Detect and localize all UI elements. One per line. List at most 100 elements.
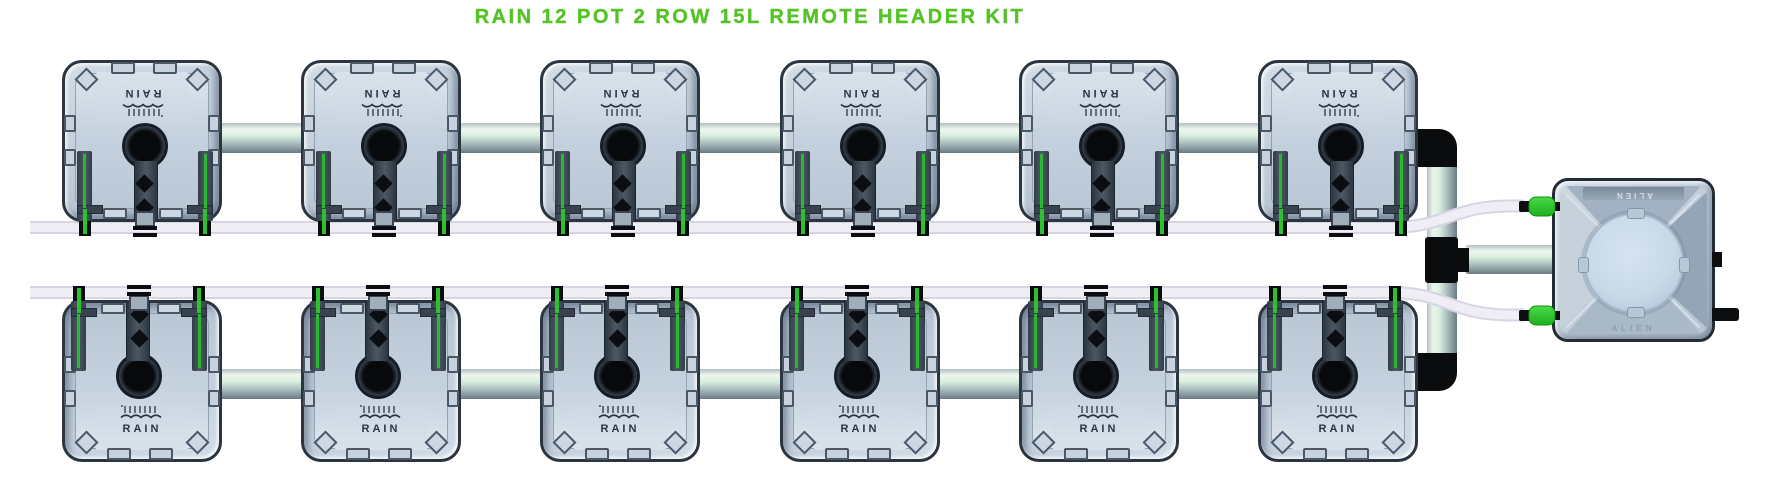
pot-edge-tab — [581, 208, 605, 219]
dripper-line-left — [1040, 154, 1043, 208]
pot-brand-block: RAIN — [1315, 87, 1361, 117]
pot-edge-tab — [64, 115, 76, 132]
dripper-arm-left — [181, 308, 207, 317]
pot-edge-tab — [64, 390, 76, 407]
tank-top-band: ALIEN — [1583, 187, 1684, 200]
pot-edge-tab — [149, 448, 173, 460]
pot-edge-tab — [1355, 208, 1379, 219]
pot-edge-tab — [208, 356, 220, 373]
pot-edge-tab — [303, 115, 315, 132]
pot-edge-tab — [1404, 115, 1416, 132]
pot-center-clip-mark — [851, 233, 875, 237]
dripper-stake-left — [675, 288, 679, 313]
manifold-pipe — [1177, 369, 1260, 399]
lid-tab — [1627, 208, 1645, 219]
tank-lid — [1578, 208, 1690, 318]
pot-row1-4: RAIN — [780, 60, 940, 237]
pot-edge-tab — [1303, 448, 1327, 460]
pot-edge-tab — [926, 390, 938, 407]
pot-row1-2: RAIN — [301, 60, 461, 237]
pot-edge-tab — [819, 303, 843, 314]
pot-edge-tab — [1404, 356, 1416, 373]
channel-clip-icon — [374, 174, 393, 193]
pot-barcode-icon — [1077, 405, 1119, 419]
channel-clip-icon — [1092, 174, 1111, 193]
dripper-stake-right — [1034, 288, 1038, 313]
pot-center-clip — [368, 295, 388, 311]
pot-brand-block: RAIN — [597, 405, 643, 435]
dripper-line-right — [922, 154, 925, 208]
pot-barcode-icon — [1316, 405, 1358, 419]
pot-center-clip — [1092, 211, 1112, 227]
pot-edge-tab — [64, 149, 76, 166]
dripper-stake-right — [1273, 288, 1277, 313]
pot-center-clip-mark — [127, 292, 151, 296]
dripper-stake-left — [915, 288, 919, 313]
pot-center-clip — [129, 295, 149, 311]
pot-edge-tab — [542, 390, 554, 407]
pot-center-clip-mark — [366, 292, 390, 296]
pot-brand-block: RAIN — [119, 405, 165, 435]
pot-edge-tab — [877, 208, 901, 219]
tee-fitting — [1425, 237, 1458, 283]
dripper-arm-left — [77, 205, 103, 214]
dripper-stake-left — [1040, 209, 1044, 234]
pot-center-clip-mark — [1323, 285, 1347, 289]
pot-edge-tab — [101, 303, 125, 314]
dripper-line-left — [437, 314, 440, 368]
pot-edge-tab — [926, 356, 938, 373]
pot-edge-tab — [303, 390, 315, 407]
pot-center-clip-mark — [372, 226, 396, 230]
dripper-line-right — [1273, 314, 1276, 368]
pot-edge-tab — [111, 62, 135, 74]
dripper-line-right — [77, 314, 80, 368]
dripper-arm-right — [426, 205, 452, 214]
manifold-pipe — [938, 369, 1021, 399]
dripper-line-left — [322, 154, 325, 208]
pot-edge-tab — [1260, 115, 1272, 132]
dripper-stake-left — [197, 288, 201, 313]
pot-edge-tab — [1106, 448, 1130, 460]
channel-clip-icon — [853, 174, 872, 193]
pot-brand-block: RAIN — [119, 87, 165, 117]
pot-brand-label: RAIN — [1079, 87, 1119, 99]
pot-edge-tab — [782, 390, 794, 407]
manifold-pipe — [459, 369, 542, 399]
pot-edge-tab — [346, 448, 370, 460]
pot-brand-label: RAIN — [600, 423, 640, 435]
pot-center-clip-mark — [605, 285, 629, 289]
pot-edge-tab — [153, 62, 177, 74]
pot-edge-tab — [585, 448, 609, 460]
pot-edge-tab — [447, 115, 459, 132]
pot-center-clip-mark — [1323, 292, 1347, 296]
pot-edge-tab — [342, 208, 366, 219]
dripper-arm-left — [555, 205, 581, 214]
pot-edge-tab — [875, 303, 899, 314]
pot-edge-tab — [208, 390, 220, 407]
dripper-stake-right — [555, 288, 559, 313]
dripper-line-right — [1034, 314, 1037, 368]
pot-edge-tab — [1260, 390, 1272, 407]
manifold-pipe — [220, 369, 303, 399]
pot-center-clip-mark — [1090, 233, 1114, 237]
dripper-arm-right — [71, 308, 97, 317]
pot-row2-1: RAIN — [62, 285, 222, 462]
pot-brand-label: RAIN — [1079, 423, 1119, 435]
manifold-pipe — [220, 123, 303, 153]
pot-edge-tab — [103, 208, 127, 219]
pot-edge-tab — [447, 390, 459, 407]
pot-edge-tab — [686, 390, 698, 407]
dripper-stake-right — [1399, 209, 1403, 234]
pot-center-clip-mark — [605, 292, 629, 296]
pot-edge-tab — [208, 115, 220, 132]
dripper-arm-left — [1377, 308, 1403, 317]
pot-brand-block: RAIN — [1315, 405, 1361, 435]
dripper-arm-left — [420, 308, 446, 317]
manifold-pipe — [938, 123, 1021, 153]
dripper-stake-left — [1393, 288, 1397, 313]
pot-edge-tab — [1114, 303, 1138, 314]
pot-edge-tab — [388, 448, 412, 460]
pot-edge-tab — [1345, 448, 1369, 460]
pot-center-clip-mark — [1084, 292, 1108, 296]
pot-brand-label: RAIN — [361, 87, 401, 99]
